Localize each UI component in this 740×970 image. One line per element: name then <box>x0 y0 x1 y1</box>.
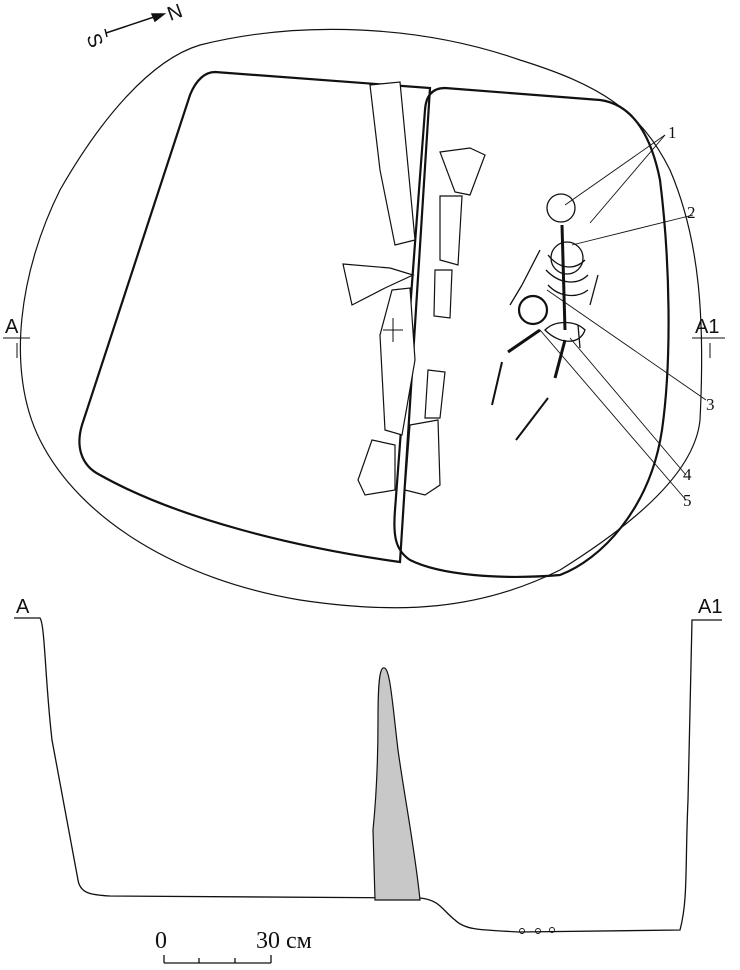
compass-south-label: S <box>82 31 107 51</box>
callout-label: 2 <box>687 203 696 222</box>
stone-slabs <box>342 81 486 496</box>
pit-outline <box>19 28 703 609</box>
compass-arrow <box>105 14 161 34</box>
skull <box>546 193 576 223</box>
scale-end-label: 30 см <box>256 928 312 954</box>
compass-arrowhead-icon <box>150 13 167 23</box>
callout-leaders <box>539 134 707 501</box>
grave-contour <box>393 86 670 578</box>
compass-north-label: N <box>164 0 185 26</box>
stone-slab <box>342 263 415 306</box>
ring-object <box>517 294 549 326</box>
stone-slab <box>379 287 416 436</box>
stone-slab <box>439 195 463 266</box>
skeleton <box>491 193 599 441</box>
chest-circle <box>550 241 584 275</box>
stone-slab <box>439 147 486 196</box>
scale-start-label: 0 <box>155 928 167 954</box>
compass <box>104 13 167 38</box>
left-fill-contour <box>78 70 432 564</box>
stone-slab <box>424 369 446 419</box>
section-marker-a: A <box>5 316 19 338</box>
stone-slab <box>357 439 396 496</box>
scale-bar <box>163 955 272 964</box>
stone-slab <box>433 269 453 319</box>
section-profile <box>14 617 722 933</box>
callout-label: 5 <box>683 491 692 510</box>
callout-label: 4 <box>683 465 692 484</box>
stone-slab <box>369 81 416 246</box>
callout-label: 3 <box>706 395 715 414</box>
section-label-a: A <box>16 596 30 618</box>
stone-slab <box>404 419 441 496</box>
small-finds <box>519 927 555 934</box>
callout-label: 1 <box>668 123 677 142</box>
section-label-a1: A1 <box>698 596 722 618</box>
stone-in-section <box>372 667 421 901</box>
section-marker-a1: A1 <box>695 316 719 338</box>
